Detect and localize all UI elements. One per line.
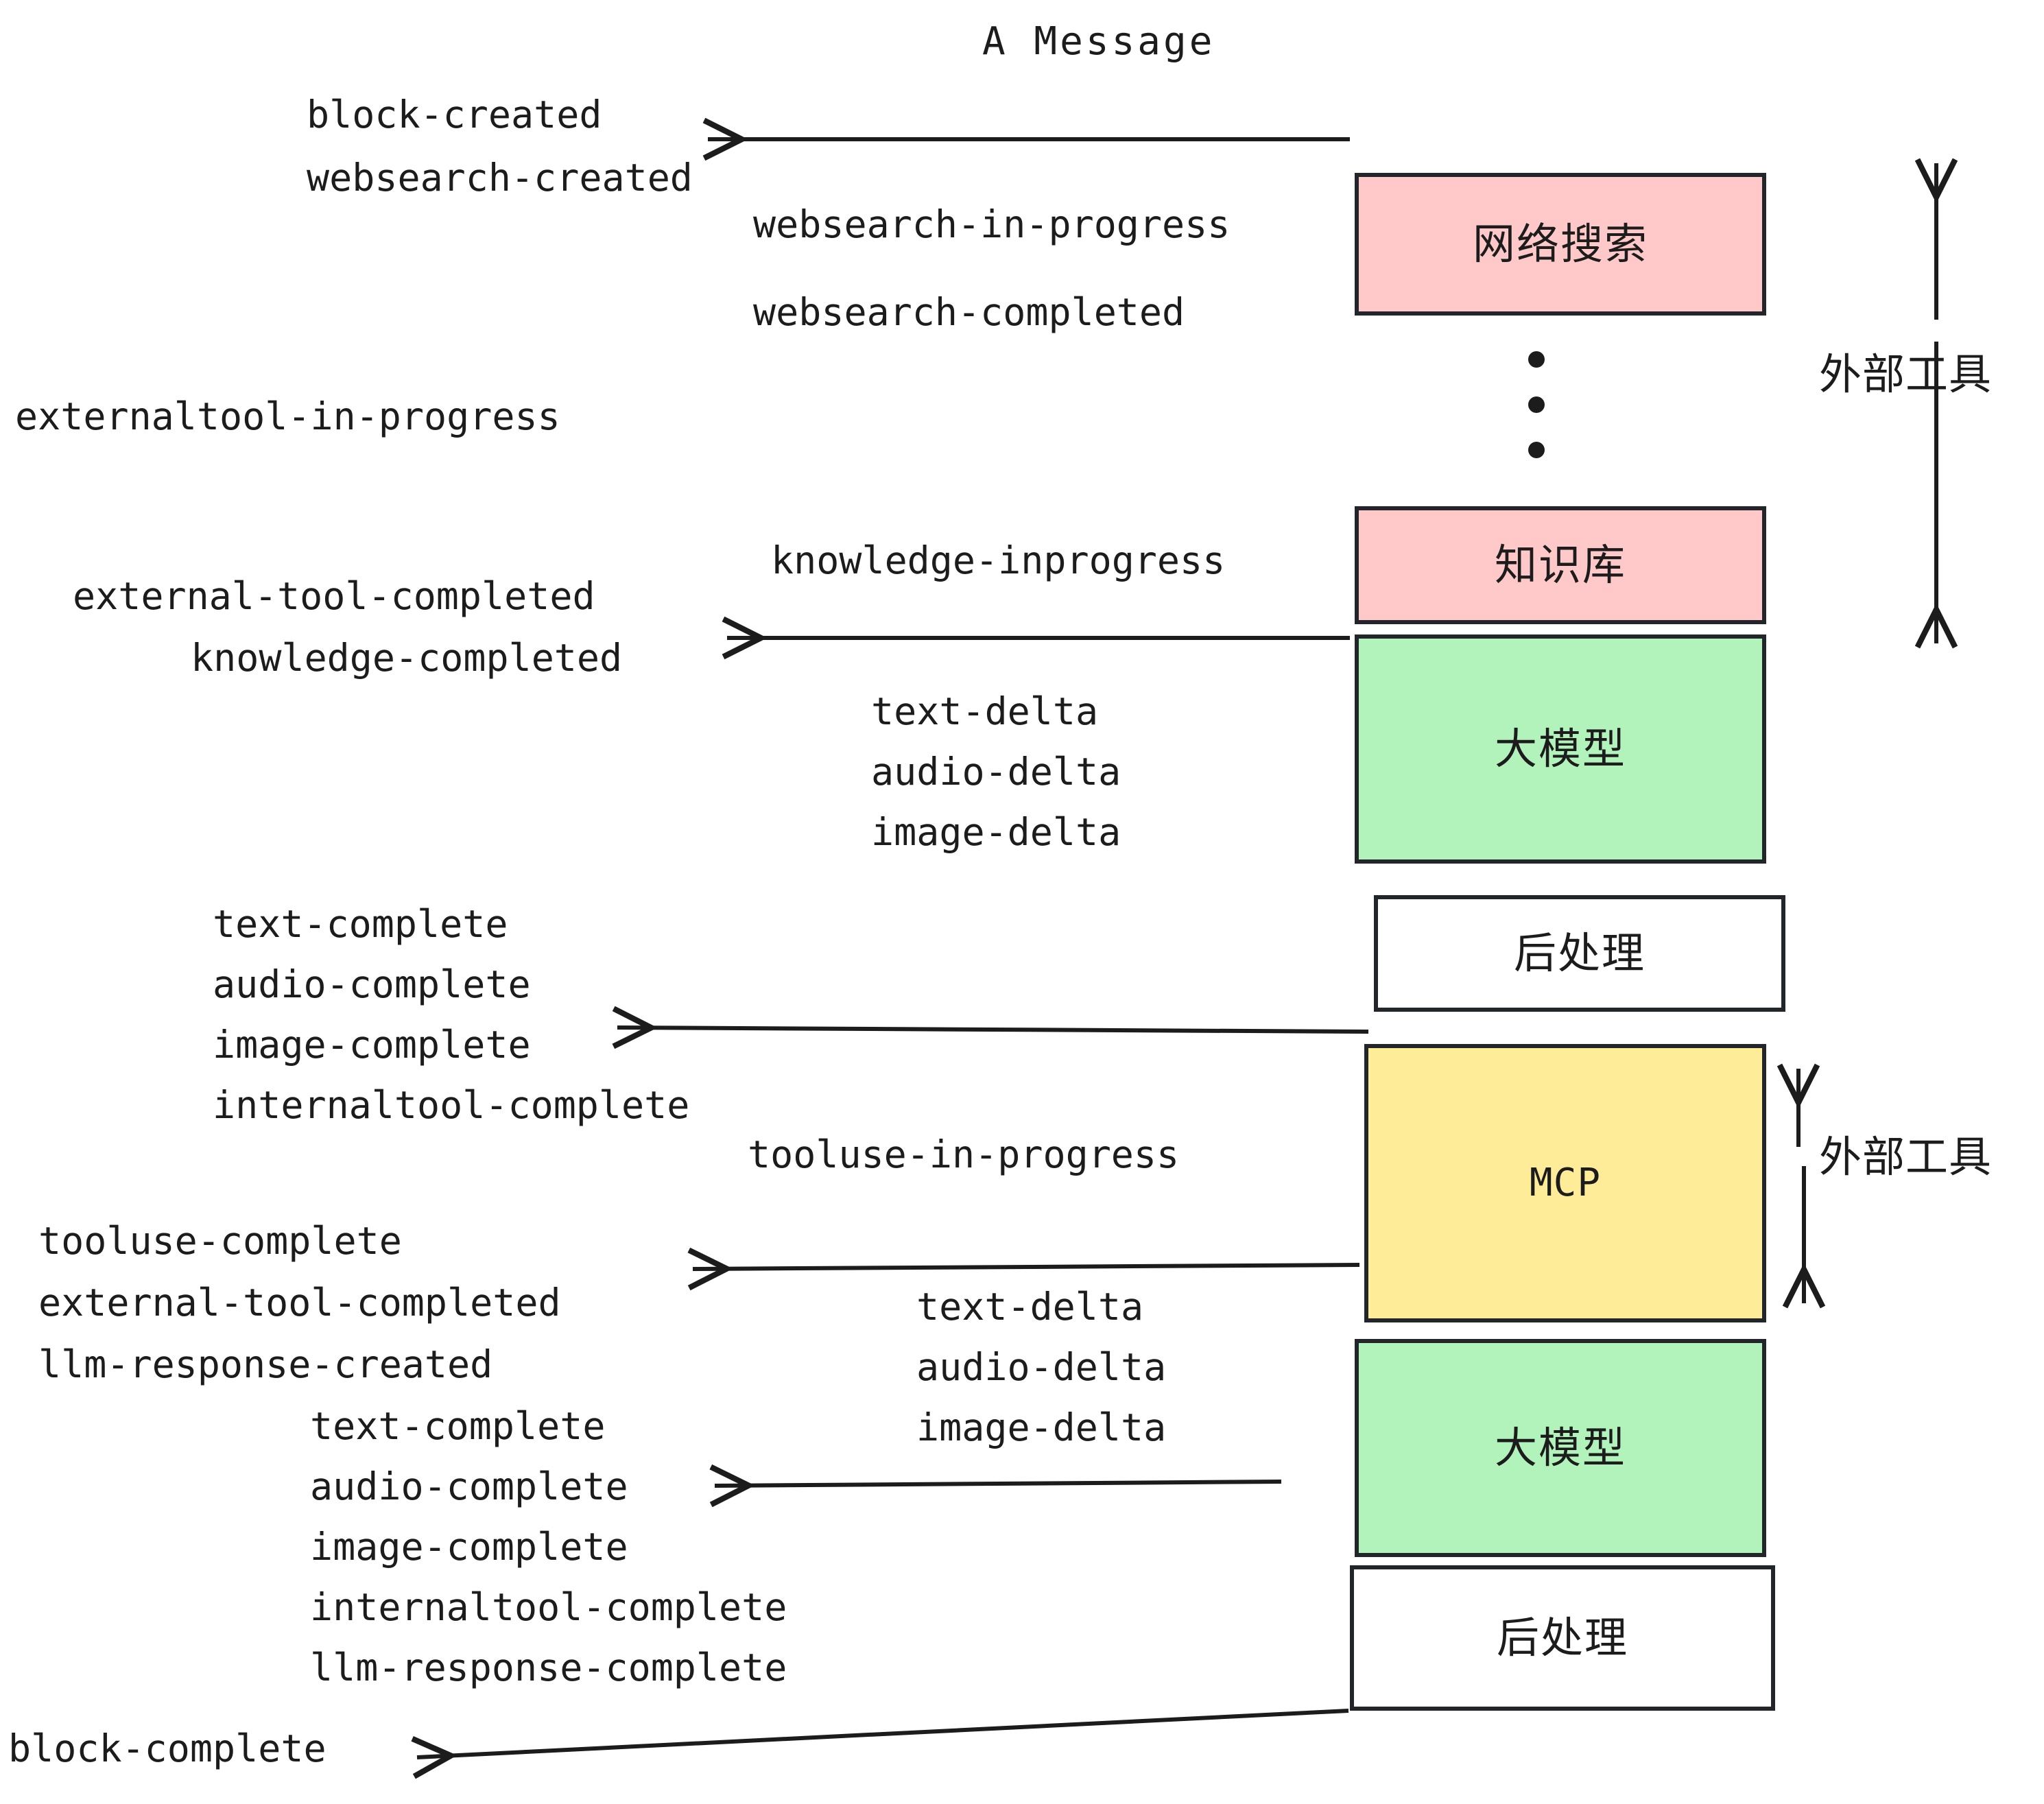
node-label: 知识库 [1494,540,1626,590]
event-label-image-delta-2: image-delta [916,1405,1167,1449]
event-label-websearch-completed: websearch-completed [753,290,1185,334]
group-label-external-tools-top: 外部工具 [1819,349,1993,399]
node-label: 大模型 [1494,724,1626,774]
arrow-postprocess1-to-left [617,1028,1369,1032]
event-label-external-tool-completed-1: external-tool-completed [73,574,595,618]
arrow-postprocess2-to-left [417,1709,1349,1757]
event-label-websearch-created: websearch-created [307,156,693,200]
event-label-block-complete: block-complete [8,1726,326,1770]
event-label-block-created: block-created [307,93,602,137]
event-label-audio-delta-2: audio-delta [916,1345,1167,1389]
event-label-text-delta-1: text-delta [871,689,1099,733]
vertical-ellipsis-icon [1528,351,1545,487]
node-box-websearch[interactable]: 网络搜索 [1355,173,1766,316]
event-label-knowledge-completed: knowledge-completed [191,636,623,680]
event-label-image-delta-1: image-delta [871,810,1121,854]
event-label-audio-complete-1: audio-complete [213,962,531,1006]
event-label-audio-delta-1: audio-delta [871,750,1121,794]
event-label-internaltool-complete-2: internaltool-complete [310,1585,787,1629]
arrow-llm2-to-left [715,1482,1282,1486]
node-box-postprocess-2[interactable]: 后处理 [1350,1565,1775,1711]
node-box-knowledge[interactable]: 知识库 [1355,506,1766,624]
node-label: 后处理 [1513,928,1645,978]
node-label: 后处理 [1496,1613,1628,1663]
page-title: A Message [982,19,1215,64]
event-label-text-complete-1: text-complete [213,902,508,946]
group-label-external-tools-bottom: 外部工具 [1819,1132,1993,1182]
node-box-mcp[interactable]: MCP [1364,1044,1766,1322]
event-label-text-delta-2: text-delta [916,1285,1144,1329]
event-label-llm-response-complete: llm-response-complete [310,1646,787,1689]
event-label-tooluse-complete: tooluse-complete [38,1219,402,1263]
node-label: MCP [1529,1161,1602,1205]
node-box-llm-2[interactable]: 大模型 [1355,1339,1766,1557]
event-label-externaltool-in-progress: externaltool-in-progress [15,394,560,438]
event-label-internaltool-complete-1: internaltool-complete [213,1083,690,1127]
node-label: 大模型 [1494,1423,1626,1473]
event-label-audio-complete-2: audio-complete [310,1464,628,1508]
event-label-external-tool-completed-2: external-tool-completed [38,1281,561,1325]
event-label-llm-response-created: llm-response-created [38,1342,493,1386]
event-label-tooluse-in-progress: tooluse-in-progress [748,1132,1180,1176]
event-label-image-complete-1: image-complete [213,1023,531,1067]
arrow-mcp-to-left [693,1265,1360,1269]
event-label-websearch-in-progress: websearch-in-progress [753,202,1231,246]
node-box-postprocess-1[interactable]: 后处理 [1374,895,1785,1012]
event-label-text-complete-2: text-complete [310,1404,606,1448]
node-box-llm-1[interactable]: 大模型 [1355,634,1766,864]
event-label-knowledge-inprogress: knowledge-inprogress [771,538,1226,582]
node-label: 网络搜索 [1472,219,1648,269]
event-label-image-complete-2: image-complete [310,1525,628,1569]
